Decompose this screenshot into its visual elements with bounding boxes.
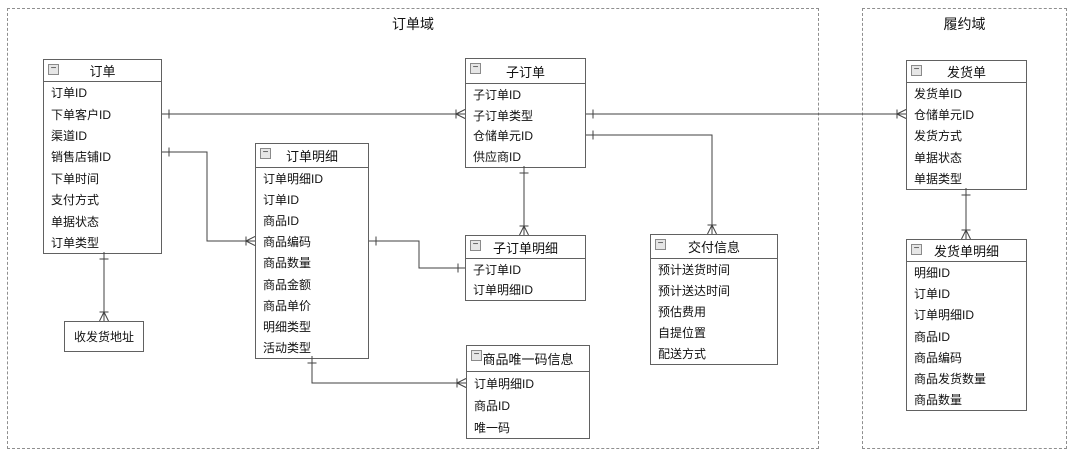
entity-field[interactable]: 商品数量 <box>263 256 312 271</box>
entity-sub-order-detail[interactable]: −子订单明细子订单ID 订单明细ID <box>465 235 586 301</box>
entity-header: − 订单 <box>44 60 161 82</box>
entity-title: 订单明细 <box>285 149 338 164</box>
entity-shipment-order[interactable]: − 发货单发货单ID 仓储单元ID 发货方式单据状态单据类型 <box>906 60 1027 190</box>
collapse-icon[interactable]: − <box>470 63 481 74</box>
entity-field[interactable]: 商品发货数量 <box>914 372 987 387</box>
entity-field[interactable]: 预计送达时间 <box>658 284 731 298</box>
domain-title: 履约域 <box>943 16 986 32</box>
entity-header: −发货单明细 <box>907 240 1026 262</box>
entity-field[interactable]: 下单时间 <box>51 171 100 186</box>
entity-field[interactable]: 单据状态 <box>914 150 963 165</box>
entity-field[interactable]: 配送方式 <box>658 347 707 361</box>
entity-header: − 交付信息 <box>651 235 777 259</box>
entity-title: 订单 <box>89 64 116 79</box>
entity-field[interactable]: 明细ID <box>914 266 951 281</box>
entity-field[interactable]: 订单ID <box>914 287 951 302</box>
entity-header: − 子订单 <box>466 59 585 84</box>
entity-field[interactable]: 自提位置 <box>658 326 707 340</box>
entity-field[interactable]: 子订单ID <box>473 262 522 277</box>
entity-title: 发货单 <box>946 65 986 80</box>
entity-field[interactable]: 活动类型 <box>263 340 312 355</box>
entity-title: 交付信息 <box>687 240 740 255</box>
collapse-icon[interactable]: − <box>911 65 922 76</box>
shipping-address-label: 收发货地址 <box>73 330 134 344</box>
entity-field[interactable]: 商品ID <box>474 398 511 413</box>
entity-shipment-order-detail[interactable]: −发货单明细明细ID 订单ID 订单明细ID 商品ID 商品编码商品发货数量商品数量 <box>906 239 1027 412</box>
entity-title: 发货单明细 <box>933 244 999 259</box>
collapse-icon[interactable]: − <box>655 239 666 250</box>
entity-field[interactable]: 渠道ID <box>51 128 88 143</box>
entity-header: − 发货单 <box>907 61 1026 83</box>
entity-field[interactable]: 子订单ID <box>473 87 522 102</box>
entity-field[interactable]: 单据状态 <box>51 214 100 229</box>
collapse-icon[interactable]: − <box>48 64 59 75</box>
entity-title: 子订单 <box>505 64 545 80</box>
entity-field[interactable]: 发货方式 <box>914 129 963 144</box>
collapse-icon[interactable]: − <box>911 244 922 255</box>
entity-field[interactable]: 明细类型 <box>263 319 312 334</box>
collapse-icon[interactable]: − <box>471 350 482 361</box>
entity-field[interactable]: 订单明细ID <box>914 308 975 323</box>
entity-delivery-info[interactable]: − 交付信息预计送货时间预计送达时间预估费用自提位置配送方式 <box>650 234 778 365</box>
entity-field[interactable]: 供应商ID <box>473 150 522 165</box>
entity-field[interactable]: 商品编码 <box>263 235 312 250</box>
entity-field[interactable]: 商品金额 <box>263 277 312 292</box>
entity-field[interactable]: 订单明细ID <box>263 172 324 187</box>
entity-field[interactable]: 单据类型 <box>914 171 963 186</box>
entity-product-unique-code-info[interactable]: −商品唯一码信息订单明细ID 商品ID 唯一码 <box>466 345 590 439</box>
entity-field[interactable]: 商品ID <box>914 329 951 344</box>
entity-field[interactable]: 商品ID <box>263 214 300 229</box>
entity-field[interactable]: 预计送货时间 <box>658 263 731 277</box>
shipping-address-box[interactable]: 收发货地址 <box>64 321 144 352</box>
entity-field[interactable]: 销售店铺ID <box>51 150 112 165</box>
entity-field[interactable]: 预估费用 <box>658 305 707 319</box>
entity-field[interactable]: 订单类型 <box>51 235 100 250</box>
entity-sub-order[interactable]: − 子订单子订单ID 子订单类型仓储单元ID 供应商ID <box>465 58 586 169</box>
entity-field[interactable]: 支付方式 <box>51 193 100 208</box>
entity-field[interactable]: 订单明细ID <box>474 376 535 391</box>
entity-field[interactable]: 下单客户ID <box>51 107 112 122</box>
entity-field[interactable]: 子订单类型 <box>473 108 534 123</box>
entity-field[interactable]: 订单明细ID <box>473 283 534 298</box>
entity-header: −子订单明细 <box>466 236 585 259</box>
entity-field[interactable]: 商品数量 <box>914 393 963 408</box>
entity-order[interactable]: − 订单订单ID 下单客户ID 渠道ID 销售店铺ID 下单时间支付方式单据状态订单类型 <box>43 59 162 255</box>
entity-title: 子订单明细 <box>492 240 558 256</box>
collapse-icon[interactable]: − <box>260 148 271 159</box>
entity-field[interactable]: 商品编码 <box>914 350 963 365</box>
entity-header: − 订单明细 <box>256 144 368 168</box>
fulfillment-domain[interactable]: 履约域 <box>862 8 1067 449</box>
entity-field[interactable]: 仓储单元ID <box>473 129 534 144</box>
entity-field[interactable]: 仓储单元ID <box>914 108 975 123</box>
entity-title: 商品唯一码信息 <box>482 352 574 367</box>
entity-field[interactable]: 商品单价 <box>263 298 312 313</box>
entity-field[interactable]: 订单ID <box>263 193 300 208</box>
entity-header: −商品唯一码信息 <box>467 346 589 372</box>
entity-field[interactable]: 发货单ID <box>914 87 963 102</box>
entity-order-detail[interactable]: − 订单明细订单明细ID 订单ID 商品ID 商品编码商品数量商品金额商品单价明细类型活… <box>255 143 369 359</box>
domain-title: 订单域 <box>392 16 434 32</box>
entity-field[interactable]: 唯一码 <box>474 420 511 435</box>
collapse-icon[interactable]: − <box>470 240 481 251</box>
order-domain[interactable]: 订单域 <box>7 8 819 449</box>
entity-field[interactable]: 订单ID <box>51 86 88 101</box>
